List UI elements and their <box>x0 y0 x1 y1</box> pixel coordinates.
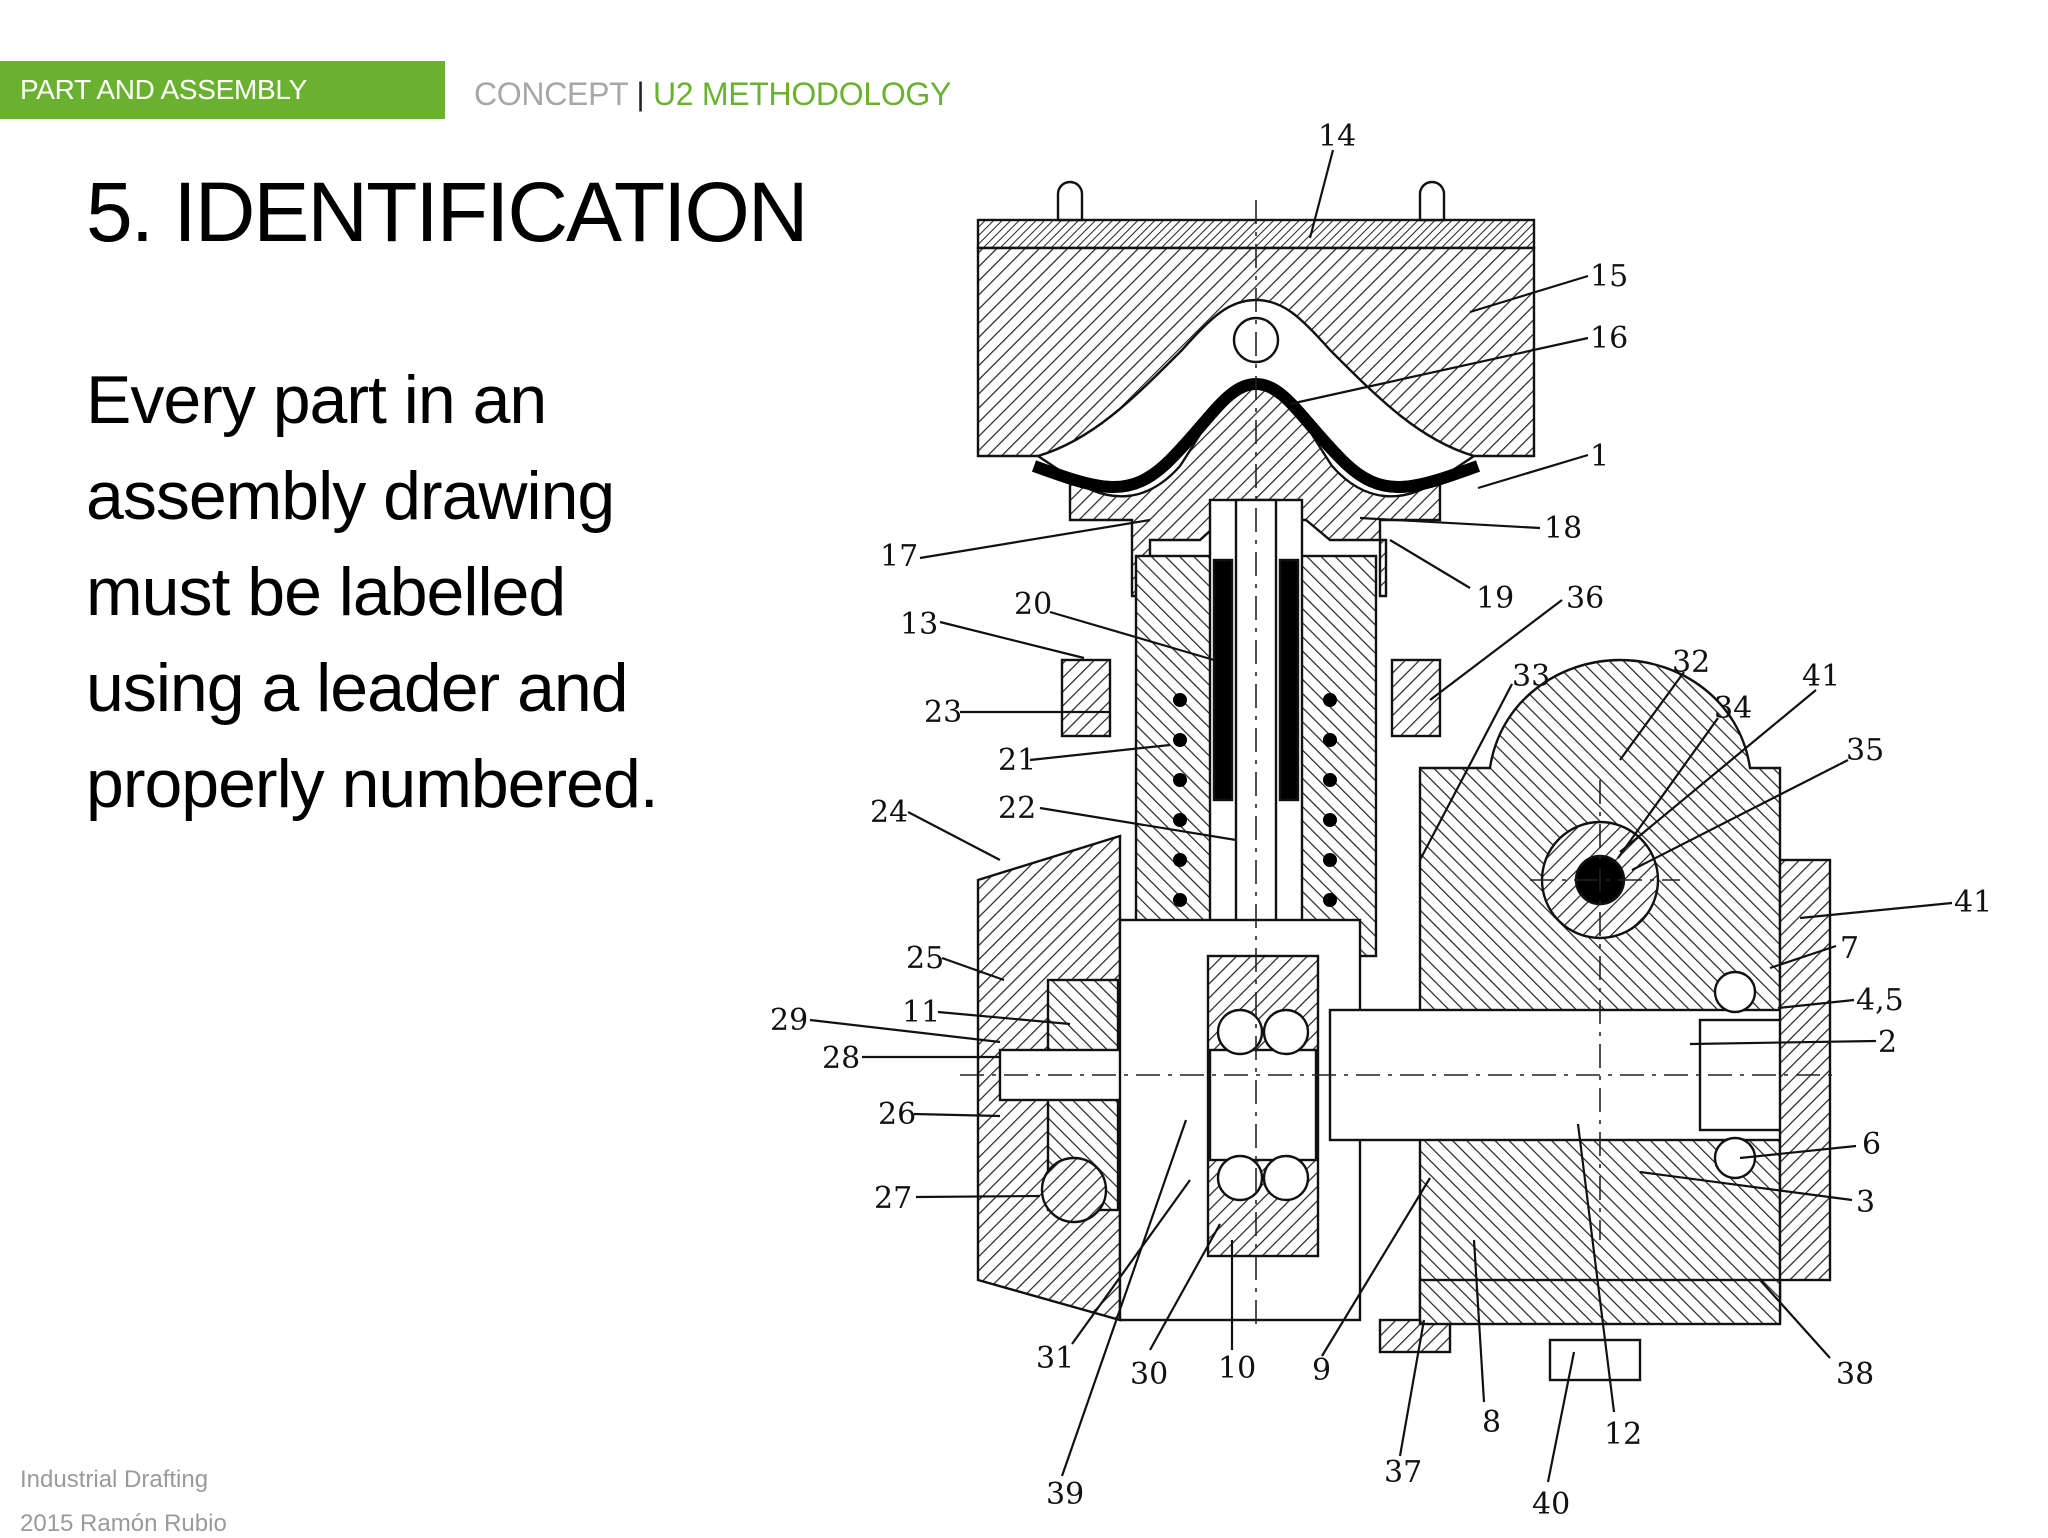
slide-body-text: Every part in an assembly drawing must b… <box>86 352 786 832</box>
leader-lines <box>809 149 1953 1483</box>
part-label: 11 <box>902 995 940 1030</box>
part-label: 18 <box>1544 511 1582 546</box>
part-label: 32 <box>1672 645 1710 680</box>
footer-author: 2015 Ramón Rubio <box>20 1510 227 1537</box>
part-label: 24 <box>870 795 908 830</box>
part-label: 9 <box>1312 1353 1331 1388</box>
part-label: 15 <box>1590 259 1628 294</box>
body-line: must be labelled <box>86 554 566 630</box>
part-label: 22 <box>998 791 1036 826</box>
bearing-ball <box>1262 1008 1310 1056</box>
bottom-plug <box>1548 1338 1642 1382</box>
part-label: 30 <box>1130 1357 1168 1392</box>
bearing-ball <box>1216 1154 1264 1202</box>
part-label: 31 <box>1036 1341 1074 1376</box>
part-label: 1 <box>1590 439 1609 474</box>
part-label: 23 <box>924 695 962 730</box>
part-label: 16 <box>1590 321 1628 356</box>
part-label: 29 <box>770 1003 808 1038</box>
part-label: 12 <box>1604 1417 1642 1452</box>
part-label: 8 <box>1482 1405 1501 1440</box>
body-line: Every part in an <box>86 362 547 438</box>
part-label: 21 <box>998 743 1036 778</box>
part-label: 41 <box>1802 659 1840 694</box>
footer-course: Industrial Drafting <box>20 1466 209 1493</box>
part-label: 25 <box>906 941 944 976</box>
part-label: 39 <box>1046 1477 1084 1512</box>
part-label: 4,5 <box>1856 983 1904 1018</box>
part-label: 13 <box>900 607 938 642</box>
part-label: 26 <box>878 1097 916 1132</box>
part-label: 38 <box>1836 1357 1874 1392</box>
bearing-ball <box>1262 1154 1310 1202</box>
part-label: 6 <box>1862 1127 1881 1162</box>
body-line: assembly drawing <box>86 458 615 534</box>
breadcrumb-separator: | <box>636 76 645 112</box>
part-label: 41 <box>1954 885 1992 920</box>
bottom-bolt <box>1378 1318 1452 1354</box>
slide-title: 5. IDENTIFICATION <box>86 165 808 259</box>
part-label: 7 <box>1840 931 1859 966</box>
part-label: 27 <box>874 1181 912 1216</box>
left-worm <box>1040 1156 1108 1224</box>
part-label: 10 <box>1218 1351 1256 1386</box>
part-label: 34 <box>1714 691 1752 726</box>
right-bearing-ball <box>1713 970 1757 1014</box>
bearing-ball <box>1216 1008 1264 1056</box>
top-bolt-left <box>1056 180 1084 222</box>
part-label: 28 <box>822 1041 860 1076</box>
spindle-sleeve <box>1278 558 1300 802</box>
part-labels: 14 15 16 1 18 17 19 36 20 13 33 32 41 23… <box>770 119 1992 1522</box>
body-line: properly numbered. <box>86 746 659 822</box>
section-tab: PART AND ASSEMBLY DRAWING <box>0 61 445 163</box>
assembly-drawing: 14 15 16 1 18 17 19 36 20 13 33 32 41 23… <box>770 119 1992 1522</box>
part-label: 20 <box>1014 587 1052 622</box>
flange-bolt-left <box>1060 658 1112 738</box>
part-label: 35 <box>1846 733 1884 768</box>
breadcrumb: CONCEPT | U2 METHODOLOGY <box>474 72 951 116</box>
part-label: 3 <box>1856 1185 1875 1220</box>
breadcrumb-methodology: U2 METHODOLOGY <box>652 76 952 112</box>
spring-coils <box>1173 693 1337 907</box>
part-label: 17 <box>880 539 918 574</box>
part-label: 2 <box>1878 1025 1897 1060</box>
body-line: using a leader and <box>86 650 629 726</box>
right-bearing-ball <box>1713 1136 1757 1180</box>
right-end-cover <box>1778 858 1832 1282</box>
center-lines <box>960 200 1840 1330</box>
part-label: 19 <box>1476 581 1514 616</box>
part-label: 36 <box>1566 581 1604 616</box>
part-label: 33 <box>1512 659 1550 694</box>
breadcrumb-concept: CONCEPT <box>474 76 628 112</box>
part-label: 40 <box>1532 1487 1570 1522</box>
part-label: 37 <box>1384 1455 1422 1490</box>
part-label: 14 <box>1318 119 1356 154</box>
top-bolt-right <box>1418 180 1446 222</box>
spindle-sleeve <box>1212 558 1234 802</box>
bearing-inner <box>1208 1048 1318 1162</box>
